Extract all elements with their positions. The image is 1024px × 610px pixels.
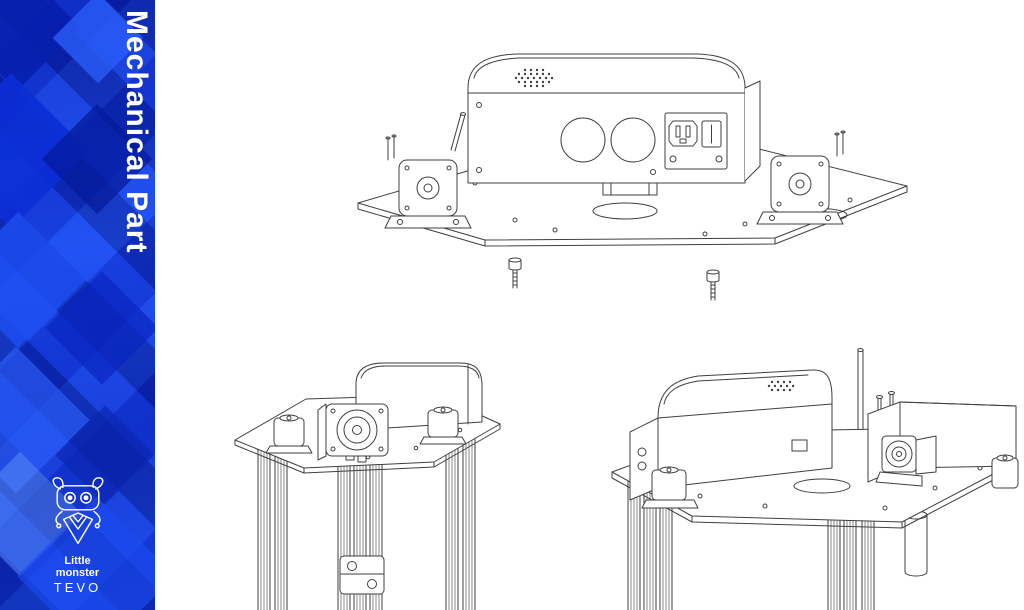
control-box	[630, 370, 832, 500]
stepper-motor-right	[420, 407, 466, 444]
stepper-motor-left	[642, 467, 698, 508]
power-inlet	[665, 113, 727, 169]
figure-tower-assembly-left	[228, 358, 518, 610]
fan-hole-left	[561, 118, 605, 162]
sidebar: Mechanical Part	[0, 0, 155, 610]
threaded-rod	[451, 113, 466, 151]
stepper-motor-left	[266, 415, 312, 453]
control-box	[468, 54, 760, 195]
vent-grille	[767, 380, 795, 392]
stepper-motor-right	[757, 131, 845, 224]
carriage-bracket	[340, 556, 384, 594]
brand-logo: Little monster TEVO	[0, 473, 155, 596]
brand-line-1: Little	[64, 554, 91, 567]
fan-hole-right	[611, 118, 655, 162]
figure-control-box-assembly	[355, 48, 915, 301]
stepper-motor-front	[876, 436, 936, 486]
guide-rod	[858, 349, 863, 436]
stepper-motor-left	[385, 135, 471, 228]
motor-mount-fan	[318, 404, 388, 460]
brand-name: Little monster TEVO	[54, 555, 101, 596]
vent-grille	[514, 68, 554, 88]
screw-right	[706, 269, 720, 301]
brand-line-2: monster	[55, 567, 100, 580]
brand-line-3: TEVO	[53, 580, 102, 596]
fan-duct	[603, 183, 657, 195]
stepper-motor-right-edge	[992, 455, 1018, 488]
monster-icon	[52, 476, 103, 544]
page-title: Mechanical Part	[120, 10, 153, 254]
screw-left	[508, 257, 522, 289]
figure-tower-assembly-right	[600, 340, 1024, 610]
